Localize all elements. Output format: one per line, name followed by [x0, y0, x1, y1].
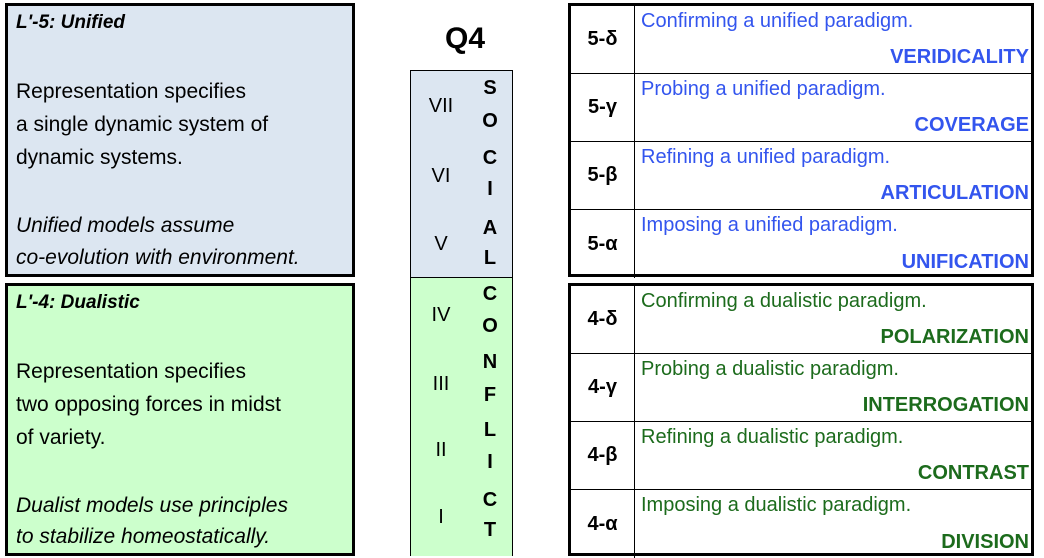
level-description: Refining a unified paradigm. — [641, 146, 891, 168]
table-row: 5-β Refining a unified paradigm. ARTICUL… — [571, 142, 1031, 210]
level-id: 4-δ — [571, 286, 635, 353]
vertical-letter: L — [483, 247, 497, 269]
roman-numeral: VII — [428, 95, 454, 117]
level-id: 4-α — [571, 490, 635, 558]
level-description: Confirming a unified paradigm. — [641, 10, 914, 32]
dualistic-title: L'-4: Dualistic — [16, 292, 140, 313]
level-keyword: ARTICULATION — [880, 182, 1030, 204]
unified-line-1: Representation specifies — [16, 80, 246, 103]
vertical-letter: F — [483, 384, 497, 406]
unified-line-2: a single dynamic system of — [16, 113, 269, 136]
level-bar: VII VI V S O C I A L IV III II I C O N F… — [410, 70, 513, 556]
dualistic-line-2: two opposing forces in midst — [16, 393, 281, 416]
level-keyword: DIVISION — [941, 531, 1029, 553]
vertical-letter: C — [482, 489, 498, 511]
level-keyword: INTERROGATION — [862, 394, 1029, 416]
unified-levels-table: 5-δ Confirming a unified paradigm. VERID… — [568, 3, 1034, 278]
table-row: 5-α Imposing a unified paradigm. UNIFICA… — [571, 210, 1031, 278]
dualistic-line-1: Representation specifies — [16, 360, 246, 383]
roman-numeral: II — [435, 439, 447, 461]
roman-numeral: VI — [431, 165, 451, 187]
level-description: Imposing a dualistic paradigm. — [641, 494, 912, 516]
table-row: 4-α Imposing a dualistic paradigm. DIVIS… — [571, 490, 1031, 558]
conflict-section: IV III II I C O N F L I C T — [411, 277, 512, 556]
dualistic-levels-table: 4-δ Confirming a dualistic paradigm. POL… — [568, 283, 1034, 558]
level-keyword: CONTRAST — [917, 462, 1029, 484]
level-description: Imposing a unified paradigm. — [641, 214, 898, 236]
level-description: Confirming a dualistic paradigm. — [641, 290, 927, 312]
level-id: 5-β — [571, 142, 635, 209]
vertical-letter: A — [482, 217, 498, 239]
level-id: 5-γ — [571, 74, 635, 141]
vertical-letter: T — [483, 519, 497, 541]
unified-panel: L'-5: Unified Representation specifies a… — [5, 3, 355, 277]
vertical-letter: C — [482, 147, 498, 169]
table-row: 4-β Refining a dualistic paradigm. CONTR… — [571, 422, 1031, 490]
unified-italic-1: Unified models assume — [16, 214, 235, 237]
level-id: 5-δ — [571, 6, 635, 73]
vertical-letter: L — [483, 419, 497, 441]
unified-line-3: dynamic systems. — [16, 146, 183, 169]
level-keyword: UNIFICATION — [901, 251, 1029, 273]
table-row: 4-δ Confirming a dualistic paradigm. POL… — [571, 286, 1031, 354]
level-keyword: POLARIZATION — [880, 326, 1029, 348]
quadrant-title: Q4 — [444, 22, 486, 55]
dualistic-italic-1: Dualist models use principles — [16, 494, 288, 517]
unified-title: L'-5: Unified — [16, 12, 126, 33]
level-description: Probing a dualistic paradigm. — [641, 358, 899, 380]
dualistic-panel: L'-4: Dualistic Representation specifies… — [5, 283, 355, 556]
dualistic-line-3: of variety. — [16, 426, 106, 449]
vertical-letter: I — [487, 451, 493, 473]
unified-italic-2: co-evolution with environment. — [16, 246, 300, 269]
level-id: 5-α — [571, 210, 635, 278]
dualistic-italic-2: to stabilize homeostatically. — [16, 525, 271, 548]
roman-numeral: IV — [431, 304, 451, 326]
social-section: VII VI V S O C I A L — [411, 71, 512, 277]
table-row: 4-γ Probing a dualistic paradigm. INTERR… — [571, 354, 1031, 422]
vertical-letter: C — [482, 283, 498, 305]
level-id: 4-γ — [571, 354, 635, 421]
roman-numeral: III — [432, 373, 450, 395]
level-keyword: COVERAGE — [914, 114, 1029, 136]
vertical-letter: O — [482, 315, 498, 337]
vertical-letter: S — [483, 77, 497, 99]
roman-numeral: V — [434, 233, 448, 255]
vertical-letter: I — [487, 178, 493, 200]
level-description: Refining a dualistic paradigm. — [641, 426, 904, 448]
vertical-letter: O — [482, 110, 498, 132]
level-id: 4-β — [571, 422, 635, 489]
roman-numeral: I — [438, 506, 444, 528]
level-keyword: VERIDICALITY — [890, 46, 1029, 68]
vertical-letter: N — [482, 351, 498, 373]
level-description: Probing a unified paradigm. — [641, 78, 886, 100]
table-row: 5-δ Confirming a unified paradigm. VERID… — [571, 6, 1031, 74]
table-row: 5-γ Probing a unified paradigm. COVERAGE — [571, 74, 1031, 142]
